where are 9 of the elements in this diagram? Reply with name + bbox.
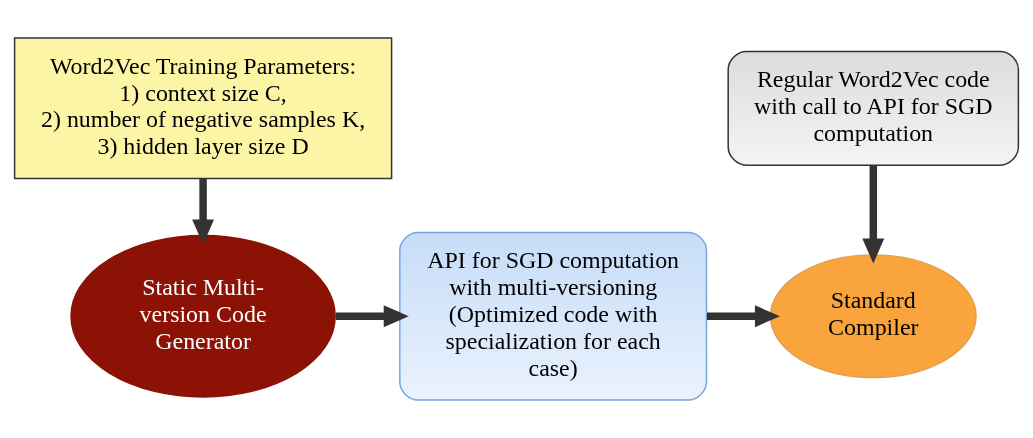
arrow [706, 305, 780, 328]
arrow [192, 178, 215, 245]
arrow [335, 305, 409, 328]
node-box: Regular Word2Vec code with call to API for SGD computation [727, 50, 1020, 166]
node-ellipse: Standard Compiler [769, 254, 977, 379]
arrow [862, 165, 885, 264]
node-box: API for SGD computation with multi-versioning (Optimized code with specialization for each case) [399, 231, 708, 401]
node-box: Word2Vec Training Parameters: 1) context size C, 2) number of negative samples K, 3) hidden layer size D [13, 37, 393, 180]
node-ellipse: Static Multi-version Code Generator [70, 234, 336, 398]
